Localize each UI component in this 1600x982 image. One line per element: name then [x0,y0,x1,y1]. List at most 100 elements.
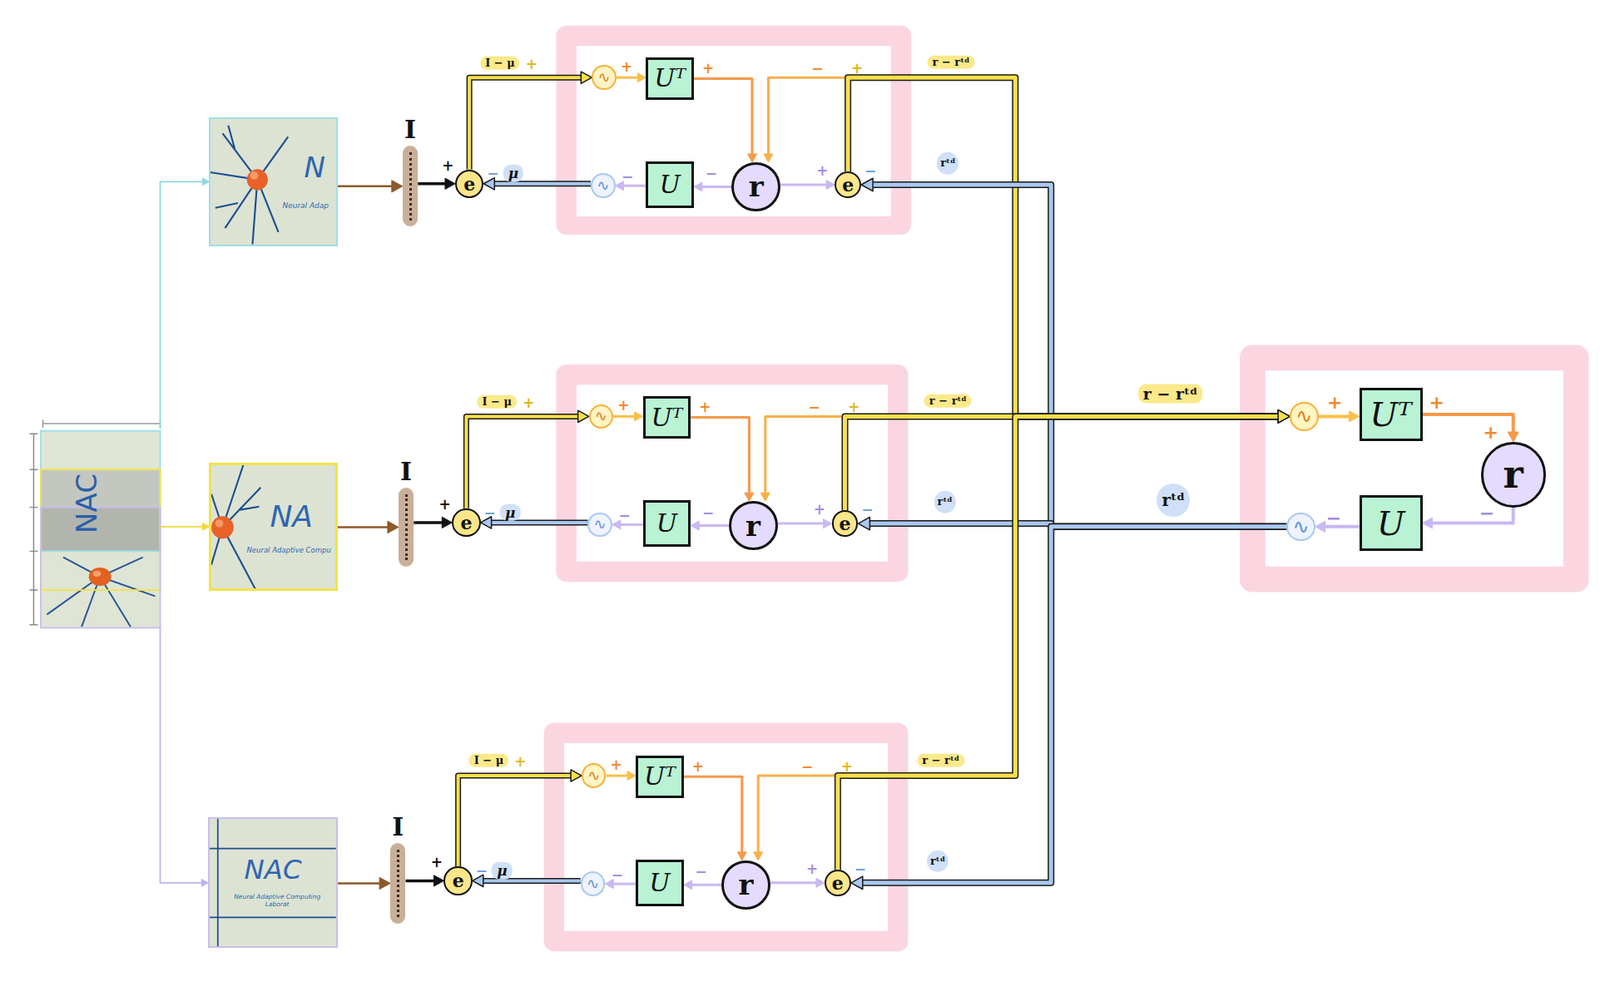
state-unit: r [728,500,778,550]
module-inner [1265,370,1564,567]
arrow-head [747,153,758,163]
connector-line [770,881,819,884]
error-unit: e [451,508,481,537]
node-label: ∿ [594,516,607,532]
weight-matrix: Uᵀ [1359,387,1423,441]
node-label: ∿ [594,408,608,424]
node-label: Uᵀ [1369,397,1412,431]
connector-line [613,415,638,418]
arrow-head [580,71,592,84]
connector [770,877,825,887]
connector [480,516,589,529]
arrow-head [637,73,646,83]
connector [613,411,644,422]
connector-outline [458,775,575,867]
operation-sign: + [439,495,451,512]
connector [845,410,1291,511]
node-label: ∿ [586,876,600,892]
arrow-head [1349,411,1360,422]
operation-sign: − [1326,508,1342,529]
signal-label: rᵗᵈ [936,152,959,174]
operation-sign: − [811,60,823,77]
operation-sign: + [851,60,863,77]
arrow-head [634,411,644,422]
weight-matrix: U [645,161,694,209]
node-label: N [303,152,325,184]
arrow-head [202,522,209,531]
operation-sign: + [702,60,714,77]
arrow-head [683,880,693,890]
neuron-highlight [93,570,102,577]
signal-label: r − rᵗᵈ [924,394,972,408]
weight-matrix: Uᵀ [645,57,694,101]
operation-sign: + [806,860,818,877]
arrow-head [693,182,703,192]
signal-label: I − μ [469,753,510,768]
module-frames [544,25,1590,952]
node-label: e [452,871,465,890]
signal-label: μ [500,503,521,521]
arrow-head [570,769,582,782]
connector-line [480,878,581,882]
node-label: r [1503,455,1524,494]
connector-line [837,416,1283,870]
node-label: ∿ [596,178,610,194]
dimension-line [43,419,161,428]
arrow-head [737,852,747,861]
arrow-head [1507,431,1519,442]
connector-line [847,77,1282,417]
arrow-head [816,877,825,887]
dimension-line [29,433,39,625]
image-patch: NACNeural Adaptive Computing Laborat [208,817,338,948]
connector-outline [469,77,585,169]
error-unit: e [824,869,852,897]
connector [413,516,452,528]
connector [690,520,729,531]
connector [337,876,391,889]
patch-outline [40,469,160,590]
connector-outline [859,526,1288,883]
node-label: r [748,172,764,201]
connector-line [777,522,827,526]
node-label: e [832,873,844,892]
node-label: U [648,870,670,896]
signal-label: I − μ [476,395,517,409]
arrow-head [744,492,754,501]
connector-line [606,774,631,778]
arrow-head [445,178,456,189]
arrow-head [763,153,773,163]
operation-sign: − [854,860,867,877]
image-patch: NANeural Adaptive Compu [208,462,338,592]
connector [693,78,758,163]
operation-sign: + [610,756,623,773]
signal-label: I − μ [480,56,521,70]
operation-sign: − [621,168,634,185]
vector-dots [405,494,408,560]
neuron-dendrites [46,557,155,627]
connector [406,875,445,887]
connector [606,771,637,781]
connector-line [1318,414,1353,418]
connector-line [845,416,1283,511]
image-ground [40,430,160,629]
state-unit: r [731,162,781,212]
connector [753,775,838,870]
activation-node: ∿ [591,64,616,90]
connector [693,182,732,192]
connector [683,880,722,890]
operation-sign: − [1479,503,1495,524]
connector-line [1422,414,1514,436]
operation-sign: − [475,862,488,879]
connector-line [859,526,1288,883]
weight-matrix: Uᵀ [635,755,684,799]
node-label: e [838,514,851,533]
connector-outline [490,180,591,187]
connector [458,769,582,867]
connector-line [699,185,732,189]
weight-matrix: U [643,500,692,547]
connector-line [1429,507,1514,524]
error-unit: e [834,171,862,199]
connector [1422,414,1520,442]
module-inner [576,45,892,217]
